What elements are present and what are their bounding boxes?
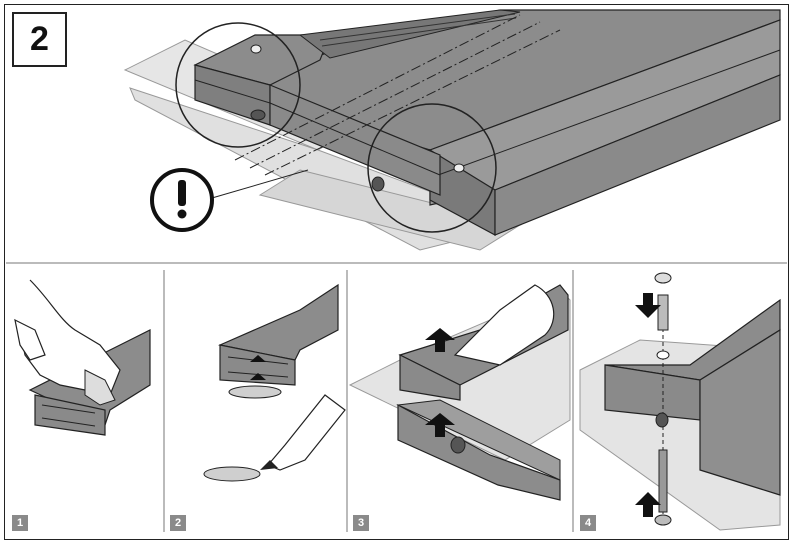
panel-divider <box>572 270 574 532</box>
panel-1-cut-tape <box>14 279 151 436</box>
frame-beam-short <box>193 9 521 196</box>
panel-divider <box>346 270 348 532</box>
section-divider <box>6 262 787 264</box>
panel-divider <box>163 270 165 532</box>
sub-step-label: 4 <box>580 515 596 531</box>
sub-step-label: 1 <box>12 515 28 531</box>
panel-2-apply-glue <box>203 283 346 482</box>
outer-frame <box>4 4 789 540</box>
sub-step-label: 3 <box>353 515 369 531</box>
alignment-lines <box>234 14 561 176</box>
warning-exclamation-icon <box>150 168 309 232</box>
hole-icon <box>453 163 465 173</box>
main-step-number: 2 <box>12 12 67 67</box>
hole-icon <box>371 176 385 192</box>
detail-circle <box>367 103 497 233</box>
panel-4-bolt-assembly <box>579 272 781 531</box>
hole-icon <box>250 109 266 121</box>
panel-3-join-profiles <box>348 284 571 501</box>
sub-step-label: 2 <box>170 515 186 531</box>
detail-circle <box>175 22 301 148</box>
hole-icon <box>250 44 262 54</box>
